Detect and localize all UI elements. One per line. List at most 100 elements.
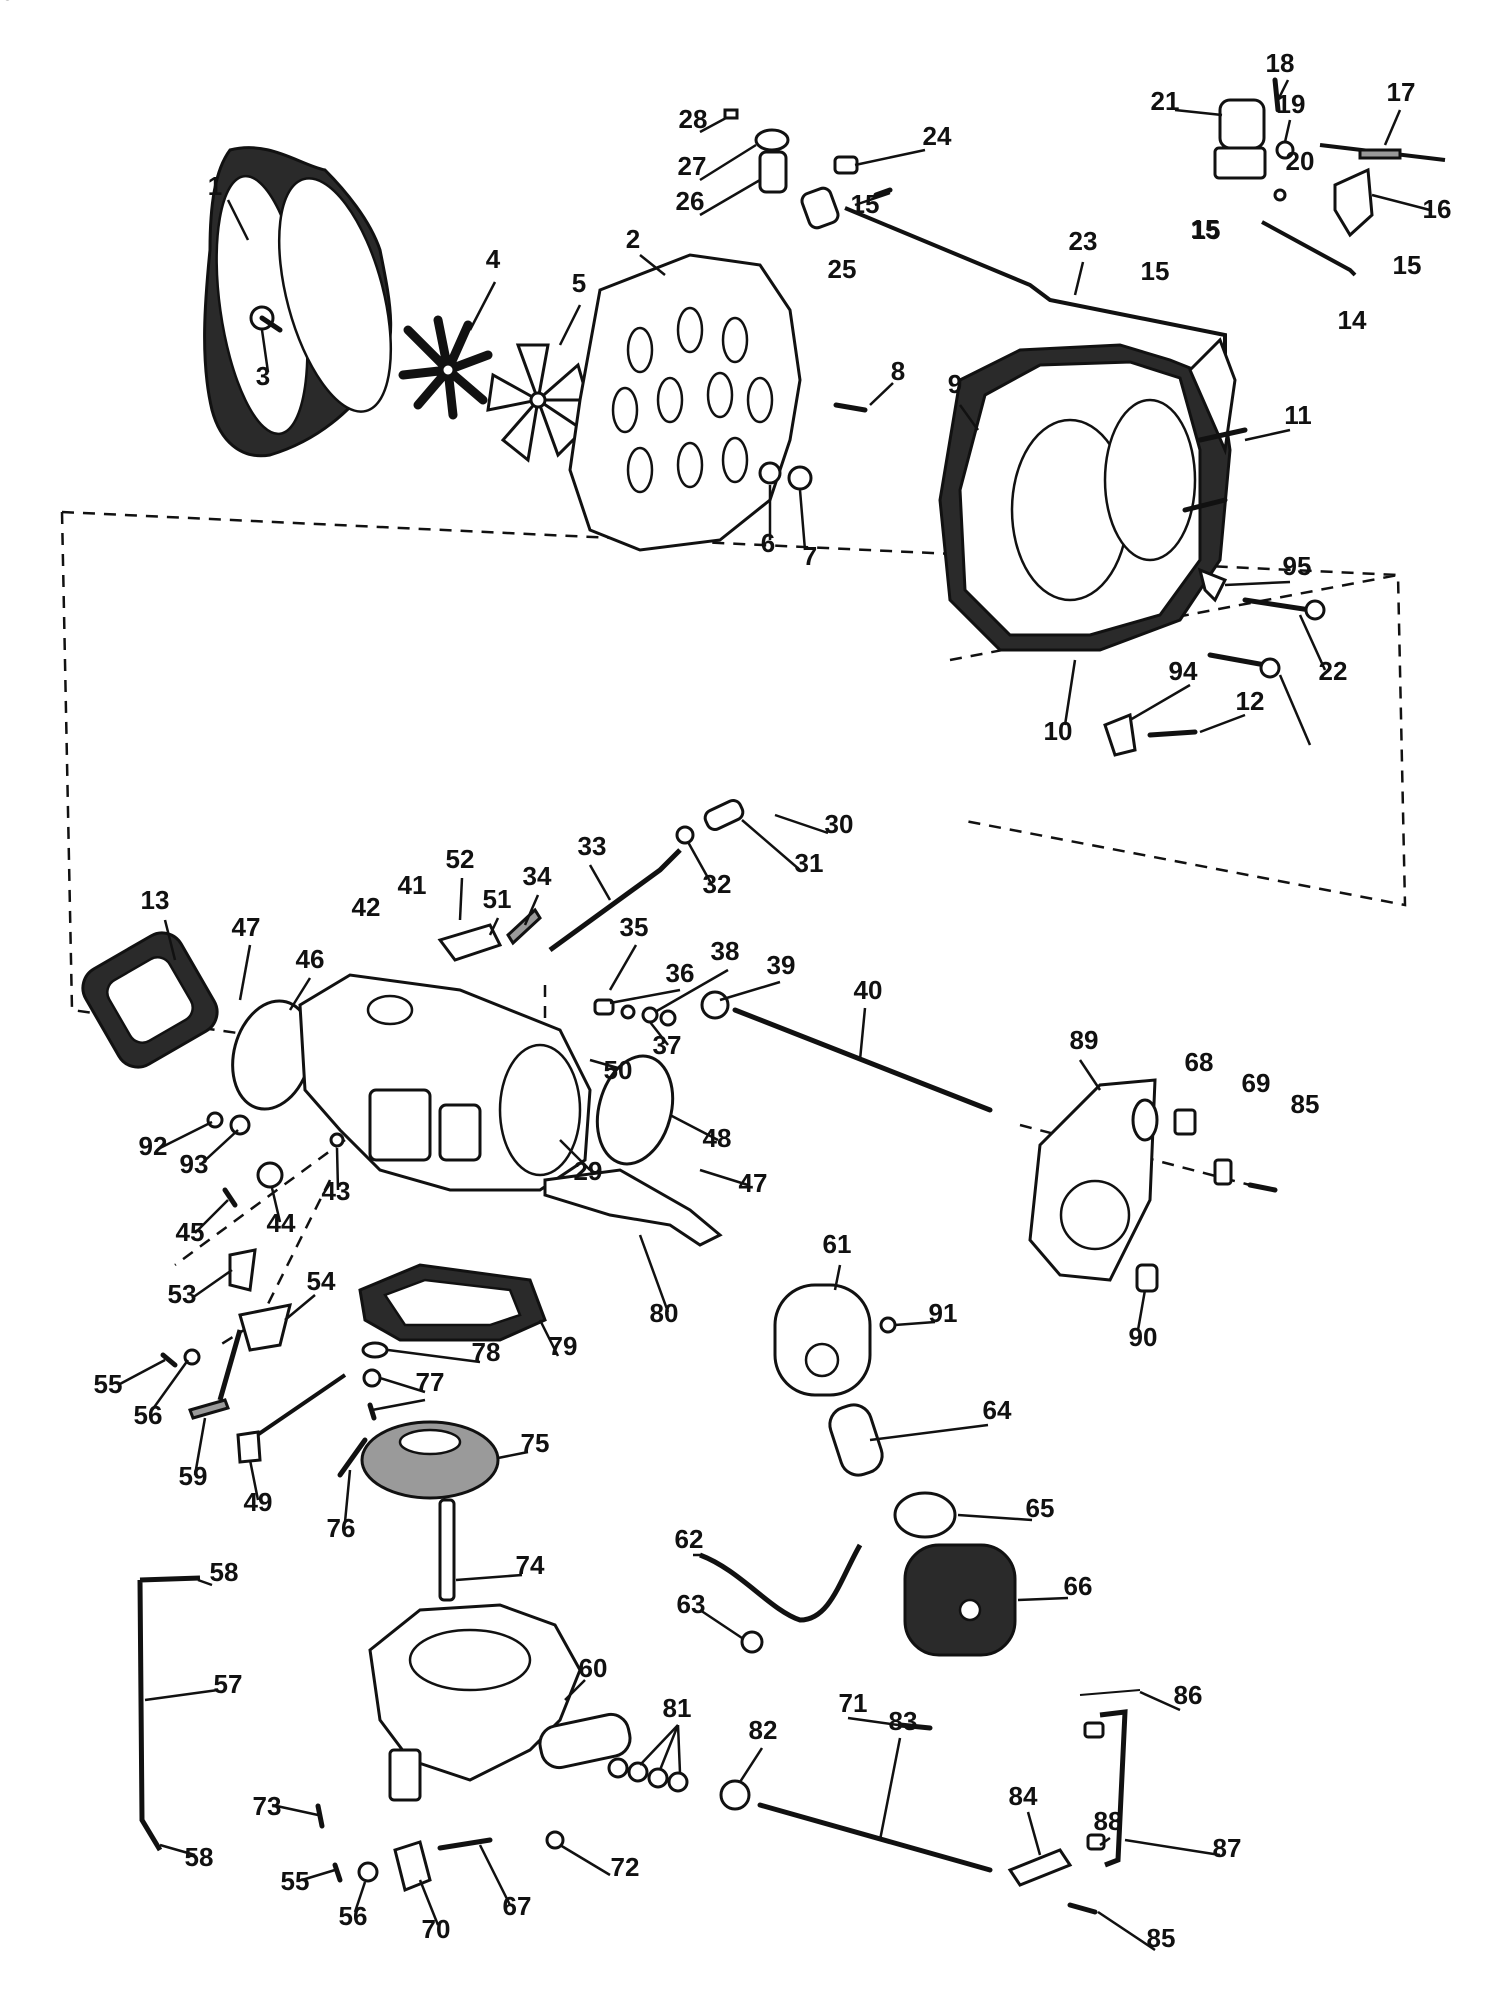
callout-70: 70 [422, 1914, 451, 1944]
callout-11: 11 [1284, 400, 1312, 430]
callout-15: 15 [1192, 215, 1221, 245]
rod-57 [137, 1575, 201, 1852]
callout-30: 30 [825, 809, 854, 839]
callout-28: 28 [679, 104, 708, 134]
callout-12: 12 [1236, 686, 1265, 716]
callout-44: 44 [267, 1208, 296, 1238]
callout-74: 74 [516, 1550, 545, 1580]
housing-9 [938, 337, 1248, 652]
callout-87: 87 [1213, 1833, 1242, 1863]
callout-82: 82 [749, 1715, 778, 1745]
bolt-3 [249, 305, 283, 333]
float-bowl-60 [368, 1603, 632, 1802]
linkage-84-88 [1007, 1689, 1141, 1915]
callout-56: 56 [134, 1400, 163, 1430]
callout-15: 15 [1141, 256, 1170, 286]
gasket-1 [203, 146, 393, 458]
fasteners-55-73 [315, 1722, 933, 1893]
callout-29: 29 [574, 1156, 603, 1186]
callout-9: 9 [948, 369, 962, 399]
callout-68: 68 [1185, 1047, 1214, 1077]
callout-46: 46 [296, 944, 325, 974]
callout-96: 96 [0, 0, 14, 6]
callout-83: 83 [889, 1706, 918, 1736]
callout-58: 58 [210, 1557, 239, 1587]
callout-71: 71 [839, 1688, 868, 1718]
callout-80: 80 [650, 1298, 679, 1328]
callout-38: 38 [711, 936, 740, 966]
callout-73: 73 [253, 1791, 282, 1821]
callout-22: 22 [1319, 656, 1348, 686]
callout-92: 92 [139, 1131, 168, 1161]
leader-lines [117, 79, 1431, 1952]
gasket-79-opening [383, 1278, 522, 1327]
callout-57: 57 [214, 1669, 243, 1699]
carburetor-body [298, 973, 592, 1192]
callout-79: 79 [549, 1331, 578, 1361]
callout-94: 94 [1169, 656, 1198, 686]
callout-69: 69 [1242, 1068, 1271, 1098]
callout-89: 89 [1070, 1025, 1099, 1055]
callout-65: 65 [1026, 1493, 1055, 1523]
callout-52: 52 [446, 844, 475, 874]
callout-3: 3 [256, 361, 270, 391]
callout-31: 31 [795, 848, 824, 878]
callout-55: 55 [281, 1866, 310, 1896]
bowl-61-64-66 [773, 1283, 1017, 1657]
callout-23: 23 [1069, 226, 1098, 256]
callout-13: 13 [141, 885, 170, 915]
assembly-dashed-outline [60, 510, 1407, 1052]
callout-19: 19 [1277, 89, 1306, 119]
callout-15: 15 [1191, 214, 1220, 244]
callout-63: 63 [677, 1589, 706, 1619]
callout-45: 45 [176, 1217, 205, 1247]
callout-15: 15 [851, 189, 880, 219]
nut-7 [787, 465, 813, 491]
callout-47: 47 [739, 1168, 768, 1198]
fittings-24-28 [723, 108, 859, 230]
fasteners-68-69-85-90 [1135, 1108, 1278, 1293]
float-75 [337, 1341, 500, 1602]
callout-58: 58 [185, 1842, 214, 1872]
callout-5: 5 [572, 268, 586, 298]
callout-76: 76 [327, 1513, 356, 1543]
reed-plate-2 [568, 253, 802, 552]
callout-85: 85 [1291, 1089, 1320, 1119]
callout-39: 39 [767, 950, 796, 980]
callout-49: 49 [244, 1487, 273, 1517]
linkage-30-35 [437, 799, 745, 962]
reed-4 [398, 315, 493, 420]
callout-77: 77 [416, 1367, 445, 1397]
shaft-36-40 [593, 990, 993, 1113]
callout-53: 53 [168, 1279, 197, 1309]
callout-14: 14 [1338, 305, 1367, 335]
rod-23 [844, 206, 1227, 355]
callout-51: 51 [483, 884, 512, 914]
callout-4: 4 [486, 244, 501, 274]
callout-35: 35 [620, 912, 649, 942]
callout-91: 91 [929, 1298, 958, 1328]
callout-34: 34 [523, 861, 552, 891]
callout-50: 50 [604, 1055, 633, 1085]
gasket-48 [595, 1054, 675, 1166]
callout-33: 33 [578, 831, 607, 861]
callout-61: 61 [823, 1229, 852, 1259]
callout-47: 47 [232, 912, 261, 942]
linkage-14-21 [1213, 77, 1446, 277]
callout-25: 25 [828, 254, 857, 284]
callout-86: 86 [1174, 1680, 1203, 1710]
callout-78: 78 [472, 1337, 501, 1367]
callout-26: 26 [676, 186, 705, 216]
callout-67: 67 [503, 1891, 532, 1921]
bracket-80 [543, 1168, 723, 1247]
callout-41: 41 [398, 870, 427, 900]
callout-32: 32 [703, 869, 732, 899]
callout-85: 85 [1147, 1923, 1176, 1953]
callout-18: 18 [1266, 48, 1295, 78]
callout-95: 95 [1283, 551, 1312, 581]
callout-6: 6 [761, 528, 775, 558]
callout-55: 55 [94, 1369, 123, 1399]
callout-54: 54 [307, 1266, 336, 1296]
callout-48: 48 [703, 1123, 732, 1153]
